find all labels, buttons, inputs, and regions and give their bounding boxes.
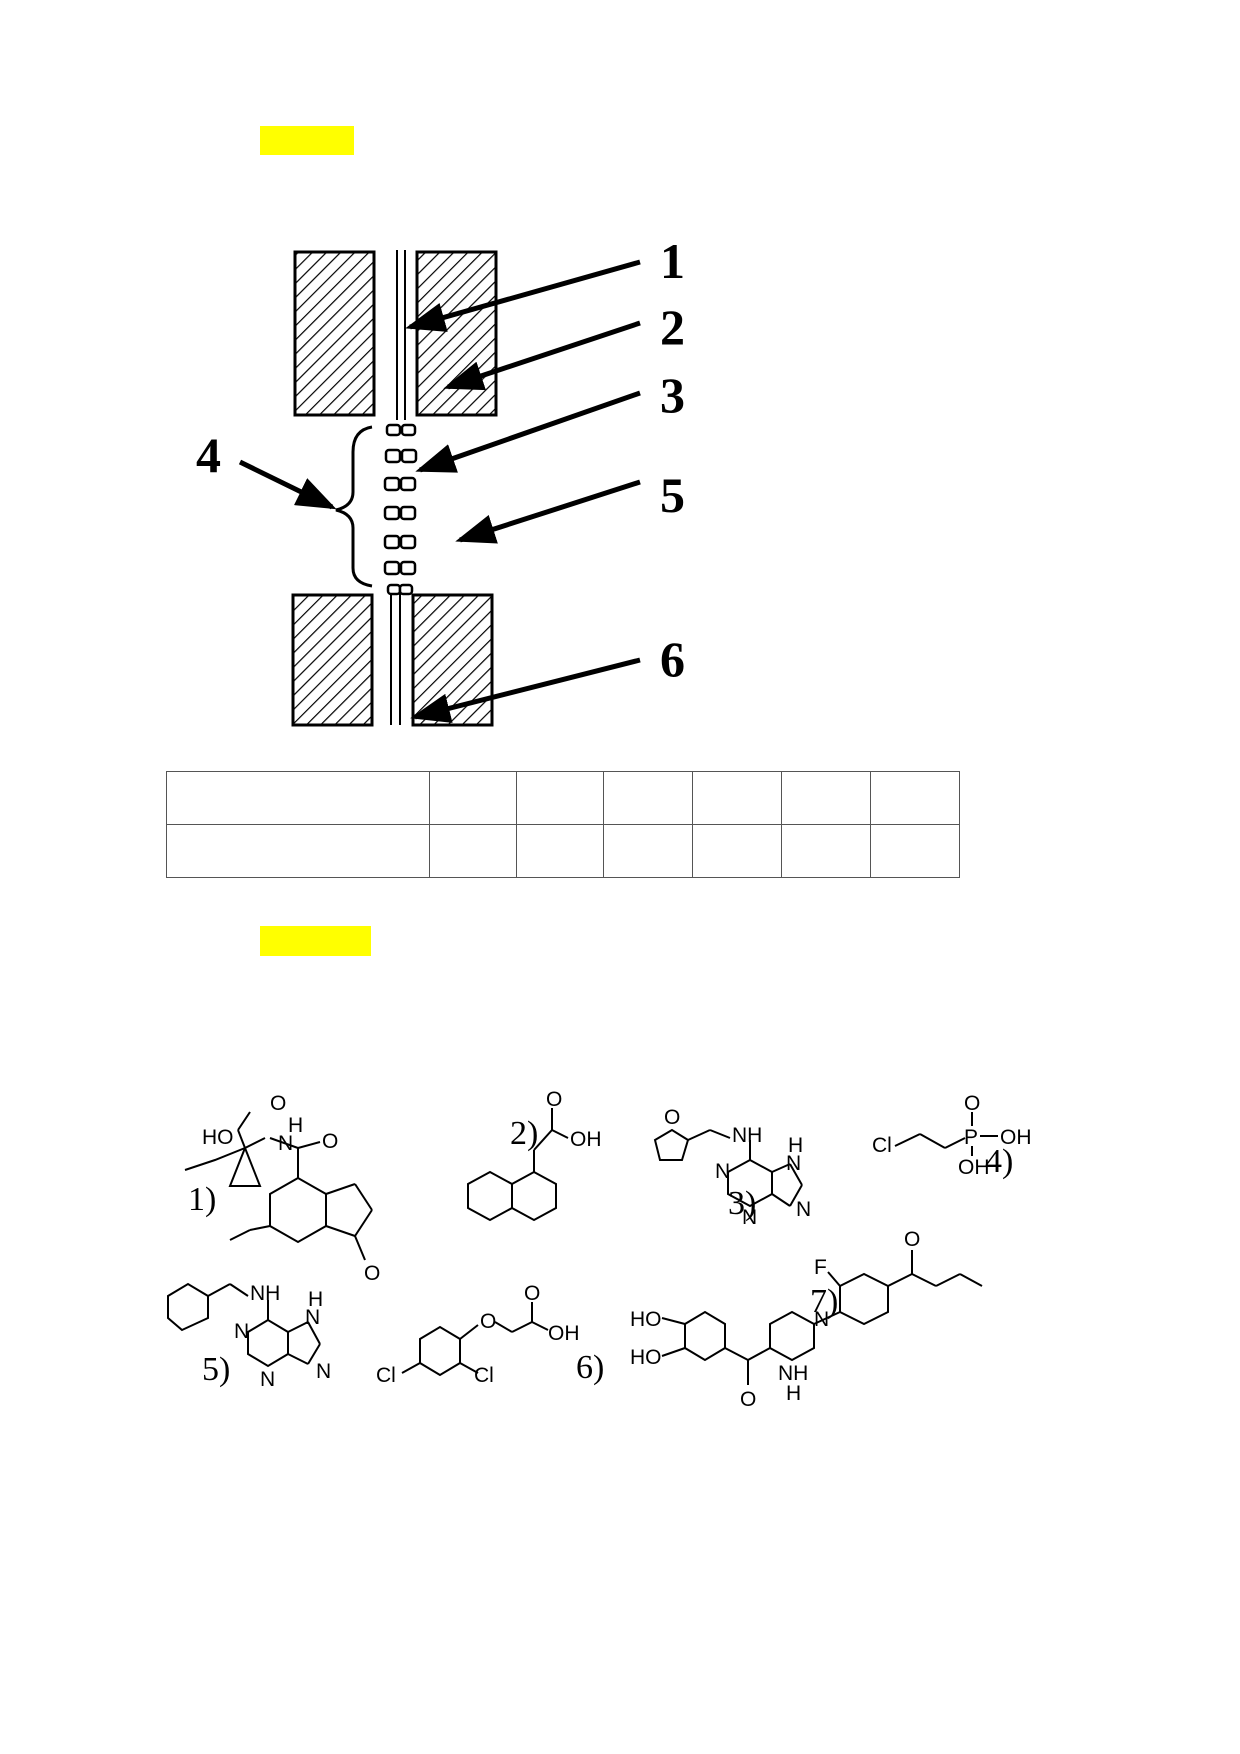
arrow-1 (405, 259, 641, 332)
label-2: 2 (660, 299, 685, 355)
compound-2-structure (467, 1108, 569, 1222)
atom-label: N (316, 1360, 331, 1383)
atom-label: O (270, 1092, 286, 1115)
atom-label: N (715, 1160, 730, 1183)
atom-label: Cl (872, 1134, 892, 1157)
table-cell[interactable] (870, 824, 960, 878)
atom-label: N (742, 1206, 757, 1229)
atom-label: Cl (376, 1364, 396, 1387)
atom-label: OH (1000, 1126, 1032, 1149)
atom-label: H (308, 1288, 323, 1311)
atom-label: NH (732, 1124, 762, 1147)
table-cell[interactable] (870, 771, 960, 825)
atom-label: OH (548, 1322, 580, 1345)
label-3: 3 (660, 367, 685, 423)
atom-label: N (786, 1152, 801, 1175)
atom-label: O (904, 1228, 920, 1251)
atom-label: O (364, 1262, 380, 1285)
atom-label: H (786, 1382, 801, 1405)
label-5: 5 (660, 467, 685, 523)
compound-label-3: 3) (728, 1185, 756, 1222)
brace (335, 425, 373, 588)
atom-label: O (546, 1090, 562, 1111)
atom-label: HO (202, 1126, 234, 1149)
table-row (166, 824, 960, 878)
cell-chain (383, 423, 418, 596)
atom-label: O (480, 1310, 496, 1333)
compound-3-structure (653, 1128, 803, 1208)
lower-left-block (291, 593, 374, 727)
table-row (166, 771, 960, 825)
arrow-5 (455, 479, 641, 544)
atom-label: HO (630, 1308, 662, 1331)
atom-label: N (278, 1132, 293, 1155)
atom-label: NH (778, 1362, 808, 1385)
table-cell[interactable] (516, 824, 604, 878)
label-6: 6 (660, 631, 685, 687)
compound-label-6: 6) (576, 1349, 604, 1386)
table-cell[interactable] (781, 824, 871, 878)
atom-label: H (788, 1134, 803, 1157)
table-cell[interactable] (166, 771, 430, 825)
table-cell[interactable] (166, 824, 430, 878)
arrow-4 (238, 459, 337, 510)
atom-label: O (664, 1106, 680, 1129)
label-1: 1 (660, 233, 685, 289)
structure-diagram: 1 2 3 4 5 6 (196, 233, 685, 727)
atom-label: N (260, 1368, 275, 1391)
atom-label: H (288, 1114, 303, 1137)
table-cell[interactable] (692, 824, 782, 878)
arrow-6 (410, 657, 641, 723)
arrow-2 (443, 320, 641, 391)
compound-label-1: 1) (188, 1181, 216, 1218)
atom-label: O (524, 1282, 540, 1305)
compound-label-4: 4) (985, 1143, 1013, 1180)
compound-label-5: 5) (202, 1351, 230, 1388)
atom-label: N (814, 1308, 829, 1331)
atom-label: N (796, 1198, 811, 1221)
compound-1-structure (184, 1111, 373, 1261)
atom-label: HO (630, 1346, 662, 1369)
atom-label: N (305, 1306, 320, 1329)
atom-label: OH (958, 1156, 990, 1179)
atom-label: O (964, 1092, 980, 1115)
label-4: 4 (196, 427, 221, 483)
highlight-mark-2 (260, 926, 371, 956)
atom-label: F (814, 1256, 827, 1279)
arrow-3 (415, 390, 641, 473)
table-cell[interactable] (516, 771, 604, 825)
chemical-structures: 1) 2) 3) 4) 5) 6) 7) HO O H N O O O OH O… (167, 1090, 1032, 1411)
atom-label: NH (250, 1282, 280, 1305)
table-cell[interactable] (603, 824, 693, 878)
compound-5-structure (167, 1282, 321, 1368)
compound-6-structure (401, 1302, 549, 1377)
atom-label: Cl (474, 1364, 494, 1387)
table-cell[interactable] (429, 824, 517, 878)
atom-label: OH (570, 1128, 602, 1151)
table-cell[interactable] (603, 771, 693, 825)
compound-label-7: 7) (810, 1283, 838, 1320)
atom-label: N (234, 1320, 249, 1343)
answer-table (166, 771, 960, 878)
compound-4-structure (894, 1112, 998, 1156)
atom-label: O (740, 1388, 756, 1411)
table-cell[interactable] (692, 771, 782, 825)
upper-right-block (415, 250, 498, 417)
atom-label: O (322, 1130, 338, 1153)
highlight-mark-1 (260, 126, 354, 155)
table-cell[interactable] (429, 771, 517, 825)
compound-label-2: 2) (510, 1115, 538, 1152)
table-cell[interactable] (781, 771, 871, 825)
compound-7-structure (661, 1250, 983, 1385)
upper-left-block (293, 250, 376, 417)
atom-label: P (964, 1126, 978, 1149)
